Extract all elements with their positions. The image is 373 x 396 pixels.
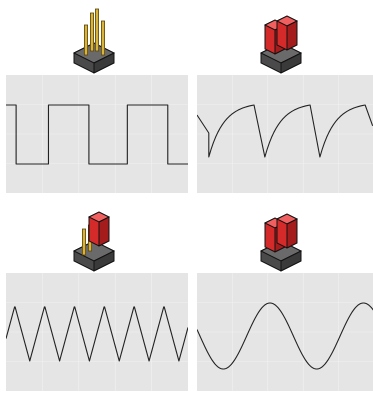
pin-header-two-jumpers-icon — [253, 3, 309, 75]
waveform-trace — [6, 306, 188, 362]
pin-header-two-jumpers-icon — [253, 201, 309, 273]
pin-header-one-jumper-icon — [66, 201, 122, 273]
waveform-trace — [6, 104, 188, 165]
panel-triangle-wave — [0, 198, 188, 396]
scope-trace-triangle — [6, 273, 188, 391]
scope-trace-sawtooth — [197, 75, 373, 193]
waveform-trace — [197, 104, 373, 158]
scope-trace-square — [6, 75, 188, 193]
panel-square-wave — [0, 0, 188, 198]
panel-sine-wave — [187, 198, 373, 396]
pin-header-no-jumpers-icon — [66, 3, 122, 75]
panel-sawtooth-wave — [187, 0, 373, 198]
scope-trace-sine — [197, 273, 373, 391]
waveform-trace — [197, 302, 373, 370]
